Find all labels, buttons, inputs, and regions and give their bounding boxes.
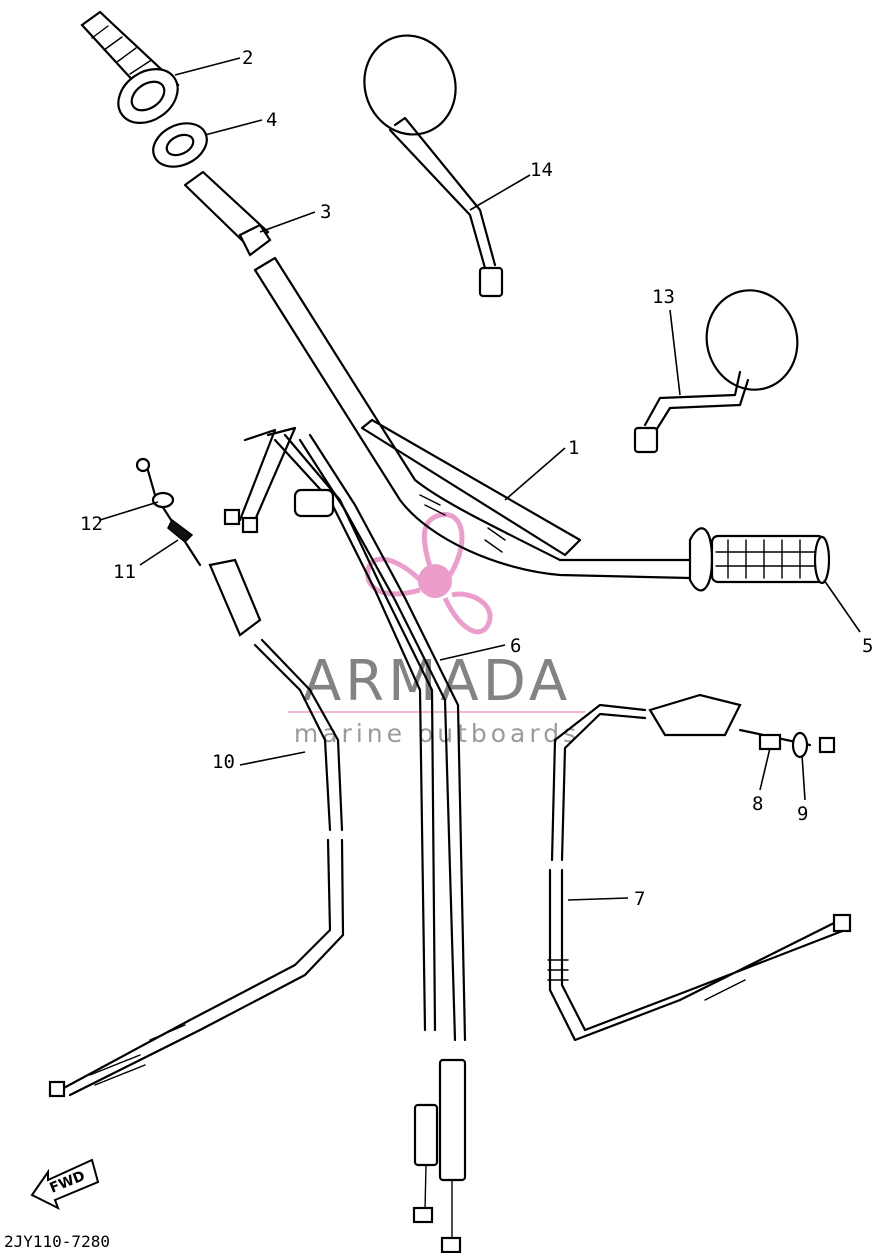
- diagram-code: 2JY110-7280: [4, 1232, 110, 1251]
- callout-13: 13: [652, 286, 675, 308]
- right-mirror: [633, 289, 799, 454]
- right-cable: [547, 693, 852, 1042]
- left-cable: [48, 457, 345, 1098]
- callout-1: 1: [568, 437, 579, 459]
- handlebar: [183, 170, 692, 580]
- callout-5: 5: [862, 635, 873, 657]
- right-grip: [688, 527, 831, 592]
- left-grip: [80, 10, 180, 124]
- propeller-icon: [365, 512, 493, 635]
- leader-lines: [99, 57, 861, 901]
- callout-4: 4: [266, 109, 277, 131]
- callout-10: 10: [212, 751, 235, 773]
- left-mirror: [363, 34, 504, 298]
- callouts: 2 4 3 1 5 6 7 8 9 10 11 12 13 14: [80, 47, 873, 910]
- watermark-subtitle: marine outboards: [294, 719, 580, 748]
- callout-2: 2: [242, 47, 253, 69]
- callout-9: 9: [797, 803, 808, 825]
- callout-14: 14: [530, 159, 553, 181]
- callout-12: 12: [80, 513, 103, 535]
- callout-8: 8: [752, 793, 763, 815]
- watermark-title: ARMADA: [303, 649, 571, 714]
- callout-7: 7: [634, 888, 645, 910]
- throttle-cables: [223, 426, 467, 1253]
- grip-collar: [152, 122, 208, 168]
- callout-3: 3: [320, 201, 331, 223]
- callout-11: 11: [113, 561, 136, 583]
- callout-6: 6: [510, 635, 521, 657]
- fwd-arrow-icon: FWD: [30, 1158, 100, 1211]
